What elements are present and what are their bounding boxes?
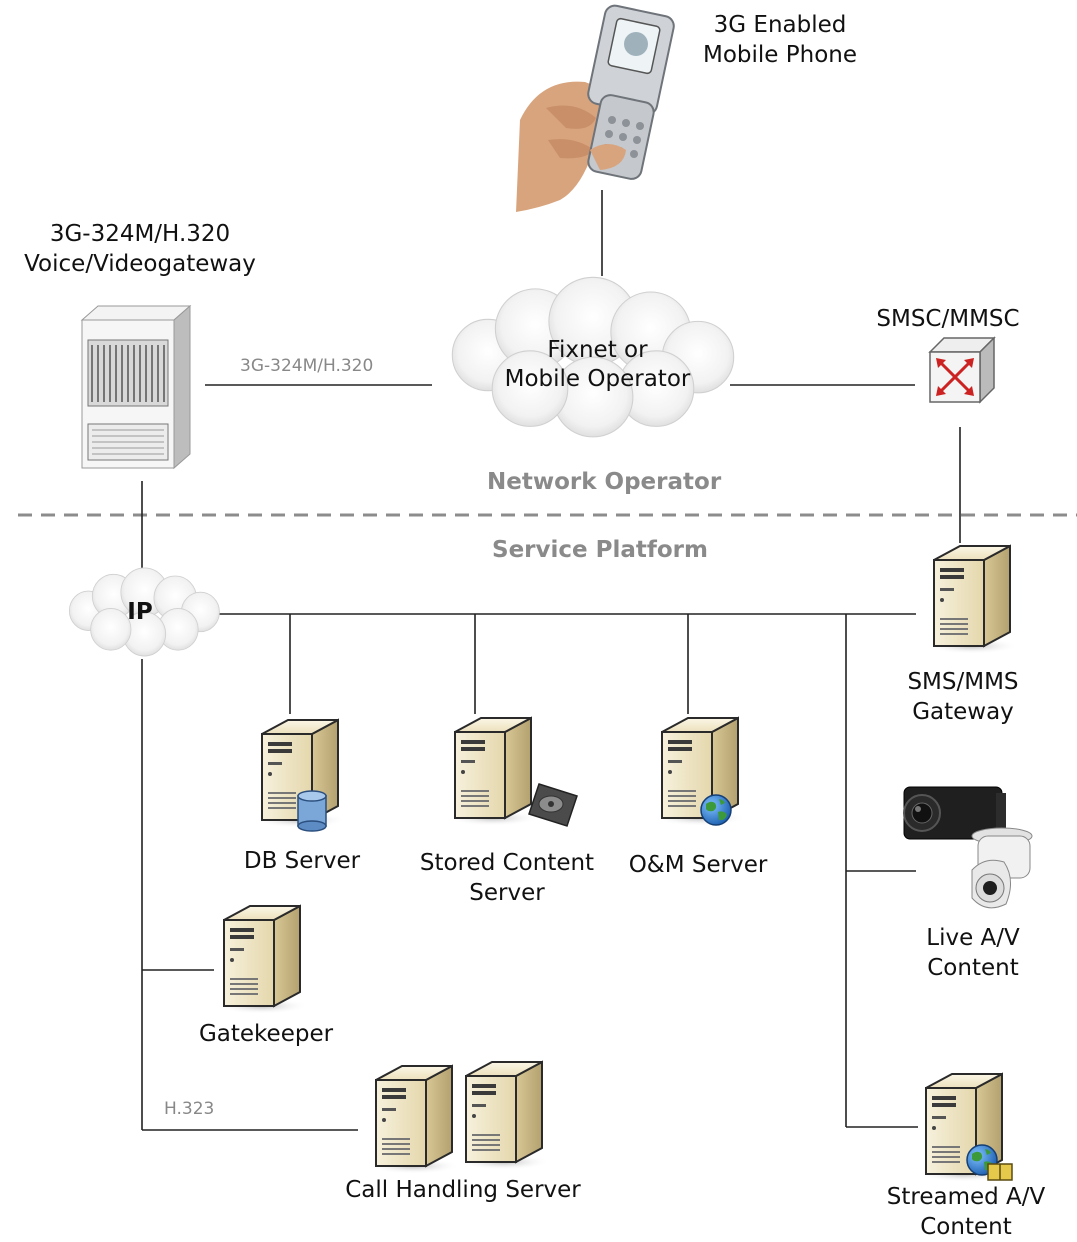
call-handling-label: Call Handling Server [345, 1177, 581, 1203]
sms-gateway-label-line1: SMS/MMS [907, 669, 1019, 695]
gateway-operator-link-label: 3G-324M/H.320 [240, 356, 374, 376]
camera-icon [903, 786, 1006, 840]
h323-link-label: H.323 [164, 1099, 215, 1119]
stored-content-label-line1: Stored Content [419, 850, 595, 876]
network-operator-zone-label: Network Operator [487, 469, 722, 495]
sms-gateway-label-line2: Gateway [912, 699, 1014, 725]
gatekeeper-server-icon [215, 905, 309, 1015]
phone-label: 3G Enabled Mobile Phone [690, 10, 870, 70]
gatekeeper-label: Gatekeeper [198, 1021, 334, 1047]
streamed-av-server-icon [917, 1073, 1013, 1183]
dome-camera-icon [971, 827, 1033, 909]
live-av-label-line1: Live A/V [926, 925, 1020, 951]
ip-cloud-label: IP [127, 599, 153, 625]
operator-cloud-label-line2: Mobile Operator [504, 366, 691, 392]
gateway-label-line1: 3G-324M/H.320 [49, 221, 231, 247]
live-av-label-line2: Content [927, 955, 1019, 981]
phone-label-line2: Mobile Phone [702, 42, 857, 68]
call-handling-server-icon [367, 1065, 461, 1175]
db-server-label: DB Server [243, 848, 361, 874]
mobile-phone-icon [516, 4, 675, 212]
om-server-icon [653, 717, 747, 827]
operator-cloud-label: Fixnet or Mobile Operator [470, 336, 725, 394]
sms-gateway-label: SMS/MMS Gateway [878, 667, 1048, 727]
gateway-label-line2: Voice/Videogateway [24, 251, 256, 277]
db-server-icon [253, 719, 347, 832]
phone-label-line1: 3G Enabled [713, 12, 847, 38]
database-icon [297, 790, 327, 832]
gateway-label: 3G-324M/H.320 Voice/Videogateway [2, 219, 278, 279]
smsc-label: SMSC/MMSC [876, 306, 1020, 332]
globe-icon [700, 794, 732, 826]
operator-cloud-label-line1: Fixnet or [547, 337, 648, 363]
stored-content-label-line2: Server [469, 880, 545, 906]
streamed-av-label: Streamed A/V Content [868, 1182, 1064, 1242]
connection-lines [141, 190, 961, 1131]
video-gateway-rack-icon [80, 304, 192, 470]
stored-content-server-icon [446, 717, 578, 827]
live-av-label: Live A/V Content [898, 923, 1048, 983]
streamed-av-label-line1: Streamed A/V [886, 1184, 1046, 1210]
service-platform-zone-label: Service Platform [492, 537, 708, 563]
package-icon [987, 1163, 1013, 1181]
stored-content-label: Stored Content Server [400, 848, 614, 908]
om-server-label: O&M Server [628, 852, 768, 878]
streamed-av-label-line2: Content [920, 1214, 1012, 1240]
router-icon [928, 336, 996, 404]
sms-gateway-server-icon [925, 545, 1019, 655]
hard-disk-icon [528, 783, 578, 827]
call-handling-server-icon-2 [457, 1061, 551, 1171]
